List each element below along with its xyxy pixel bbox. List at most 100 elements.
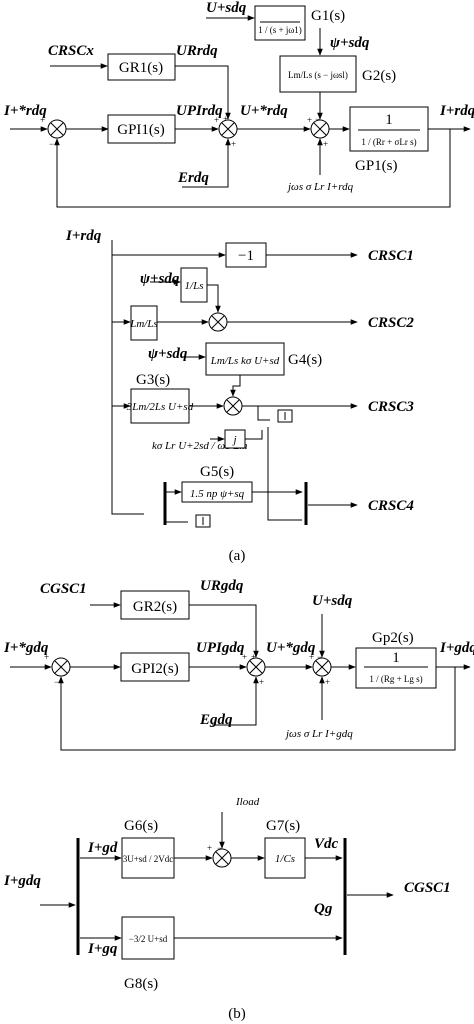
svg-text:+: + bbox=[231, 139, 236, 149]
svg-text:+: + bbox=[323, 139, 328, 149]
gr1-block bbox=[107, 53, 176, 81]
caption-b: (b) bbox=[228, 1006, 246, 1022]
i-gq-label: I+gq bbox=[87, 941, 118, 957]
svg-text:+: + bbox=[251, 652, 256, 662]
svg-text:+: + bbox=[207, 843, 212, 853]
i-rdq-output-label: I+rdq bbox=[439, 103, 474, 119]
g6-label: G6(s) bbox=[124, 818, 158, 834]
svg-text:1: 1 bbox=[385, 112, 393, 128]
gr1-text: GR1(s) bbox=[119, 60, 163, 76]
gp1-block bbox=[349, 106, 429, 152]
gp2-expr: 1 / (Rg + Lg s) bbox=[369, 674, 422, 684]
c-gsc1-output-label: CGSC1 bbox=[404, 880, 451, 896]
u-pi-gdq-label: UPIgdq bbox=[196, 640, 245, 656]
g1-label: G1(s) bbox=[311, 8, 345, 24]
g4-label: G4(s) bbox=[288, 352, 322, 368]
gain-text: −1 bbox=[238, 248, 254, 264]
caption-a: (a) bbox=[229, 548, 246, 564]
sum-junction-5 bbox=[51, 657, 71, 677]
svg-text:+: + bbox=[325, 677, 330, 687]
sum-junction-4 bbox=[223, 396, 243, 416]
i-rdq-ref-label: I+*rdq bbox=[3, 103, 47, 119]
g5-label: G5(s) bbox=[200, 464, 234, 480]
e-gdq-label: Egdq bbox=[199, 712, 233, 728]
svg-text:+: + bbox=[44, 652, 49, 662]
u-rdq-star-label: U+*rdq bbox=[240, 103, 288, 119]
rsc-output-mapping: I+rdq −1 CRSC1 ψ+sdq 1/Ls Lm/Ls CRSC2 ψ+… bbox=[65, 228, 414, 528]
gr2-block bbox=[120, 590, 190, 620]
sum-junction-3 bbox=[310, 119, 330, 139]
g1-expr: 1 / (s + jω1) bbox=[258, 25, 302, 35]
i-gd-label: I+gd bbox=[87, 840, 118, 856]
gpi1-block bbox=[107, 114, 176, 144]
inv-ls-text: 1/Ls bbox=[185, 280, 204, 292]
g7-text: 1/Cs bbox=[275, 853, 295, 865]
u-pi-rdq-label: UPIrdq bbox=[176, 103, 223, 119]
gp1-label: GP1(s) bbox=[355, 158, 398, 174]
gr2-text: GR2(s) bbox=[133, 599, 177, 615]
svg-text:−: − bbox=[315, 114, 320, 124]
svg-text:+: + bbox=[223, 114, 228, 124]
gp1-expr: 1 / (Rr + σLr s) bbox=[361, 137, 416, 147]
gsc-current-loop: CGSC1 GR2(s) URgdq U+sdq I+*gdq GPI2(s) … bbox=[3, 578, 474, 751]
multiplier-1 bbox=[208, 312, 228, 332]
i-gdq-output-label: I+gdq bbox=[439, 640, 474, 656]
gsc-output-mapping: Iload G6(s) G7(s) I+gdq I+gd 3U+sd / 2Vd… bbox=[3, 796, 451, 992]
u-sdq-label: U+sdq bbox=[206, 0, 247, 16]
g2-expr: Lm/Ls (s − jωsl) bbox=[288, 70, 348, 80]
lm-ls-block bbox=[130, 305, 158, 341]
sum-junction-8 bbox=[212, 848, 232, 868]
gpi2-block bbox=[120, 652, 190, 682]
e-rdq-label: Erdq bbox=[177, 170, 209, 186]
svg-text:+: + bbox=[214, 115, 219, 125]
i-load-label: Iload bbox=[235, 796, 260, 808]
psi-sdq-label: ψ+sdq bbox=[330, 35, 370, 51]
c-rsc1-label: CRSC1 bbox=[368, 248, 414, 264]
sum-junction-1 bbox=[47, 119, 67, 139]
c-gsc1-input-label: CGSC1 bbox=[40, 581, 87, 597]
gp2-label: Gp2(s) bbox=[372, 630, 414, 646]
k-sigma-term: kσ Lr U+2sd / ω1 Lm bbox=[152, 440, 248, 452]
c-rscx-label: CRSCx bbox=[48, 43, 94, 59]
psi-sdq-input-label: ψ+sdq bbox=[140, 271, 180, 287]
c-rsc2-label: CRSC2 bbox=[368, 315, 414, 331]
g4-text: Lm/Ls kσ U+sd bbox=[210, 355, 280, 367]
gp2-block bbox=[355, 647, 437, 689]
feedforward-gdq: jωs σ Lr I+gdq bbox=[284, 728, 353, 740]
svg-text:−: − bbox=[317, 652, 322, 662]
gain-block bbox=[225, 242, 267, 268]
rsc-current-loop: +− +++ +−+ GR1(s) GPI1(s) 1 / (s + jω1) … bbox=[3, 0, 474, 208]
u-gdq-star-label: U+*gdq bbox=[266, 640, 316, 656]
psi-sdq-input2-label: ψ+sdq bbox=[148, 346, 188, 362]
feedforward-rdq: jωs σ Lr I+rdq bbox=[286, 181, 354, 193]
g8-block bbox=[121, 916, 175, 960]
g8-text: −3/2 U+sd bbox=[129, 934, 168, 944]
svg-text:+: + bbox=[242, 652, 247, 662]
j-text: j bbox=[231, 434, 236, 446]
g8-label: G8(s) bbox=[124, 976, 158, 992]
g2-label: G2(s) bbox=[362, 68, 396, 84]
svg-text:+: + bbox=[259, 677, 264, 687]
u-r-rdq-label: URrdq bbox=[176, 43, 218, 59]
g1-block bbox=[254, 5, 306, 41]
svg-text:+: + bbox=[40, 115, 45, 125]
q-g-label: Qg bbox=[314, 901, 333, 917]
svg-text:1: 1 bbox=[392, 650, 400, 666]
v-dc-label: Vdc bbox=[314, 836, 339, 852]
u-r-gdq-label: URgdq bbox=[200, 578, 244, 594]
i-gdq-ref-label: I+*gdq bbox=[3, 640, 49, 656]
c-rsc4-label: CRSC4 bbox=[368, 498, 414, 514]
svg-text:−: − bbox=[54, 677, 59, 687]
u-sdq-label-b: U+sdq bbox=[312, 593, 353, 609]
g4-block bbox=[205, 342, 285, 376]
g5-text: 1.5 np ψ+sq bbox=[190, 488, 245, 500]
g7-block bbox=[264, 837, 306, 879]
g2-block bbox=[279, 55, 357, 93]
i-rdq-input-label: I+rdq bbox=[65, 228, 102, 244]
svg-text:−: − bbox=[217, 843, 222, 853]
svg-text:−: − bbox=[49, 139, 54, 149]
lm-ls-text: Lm/Ls bbox=[129, 318, 158, 330]
g6-text: 3U+sd / 2Vdc bbox=[123, 854, 174, 864]
